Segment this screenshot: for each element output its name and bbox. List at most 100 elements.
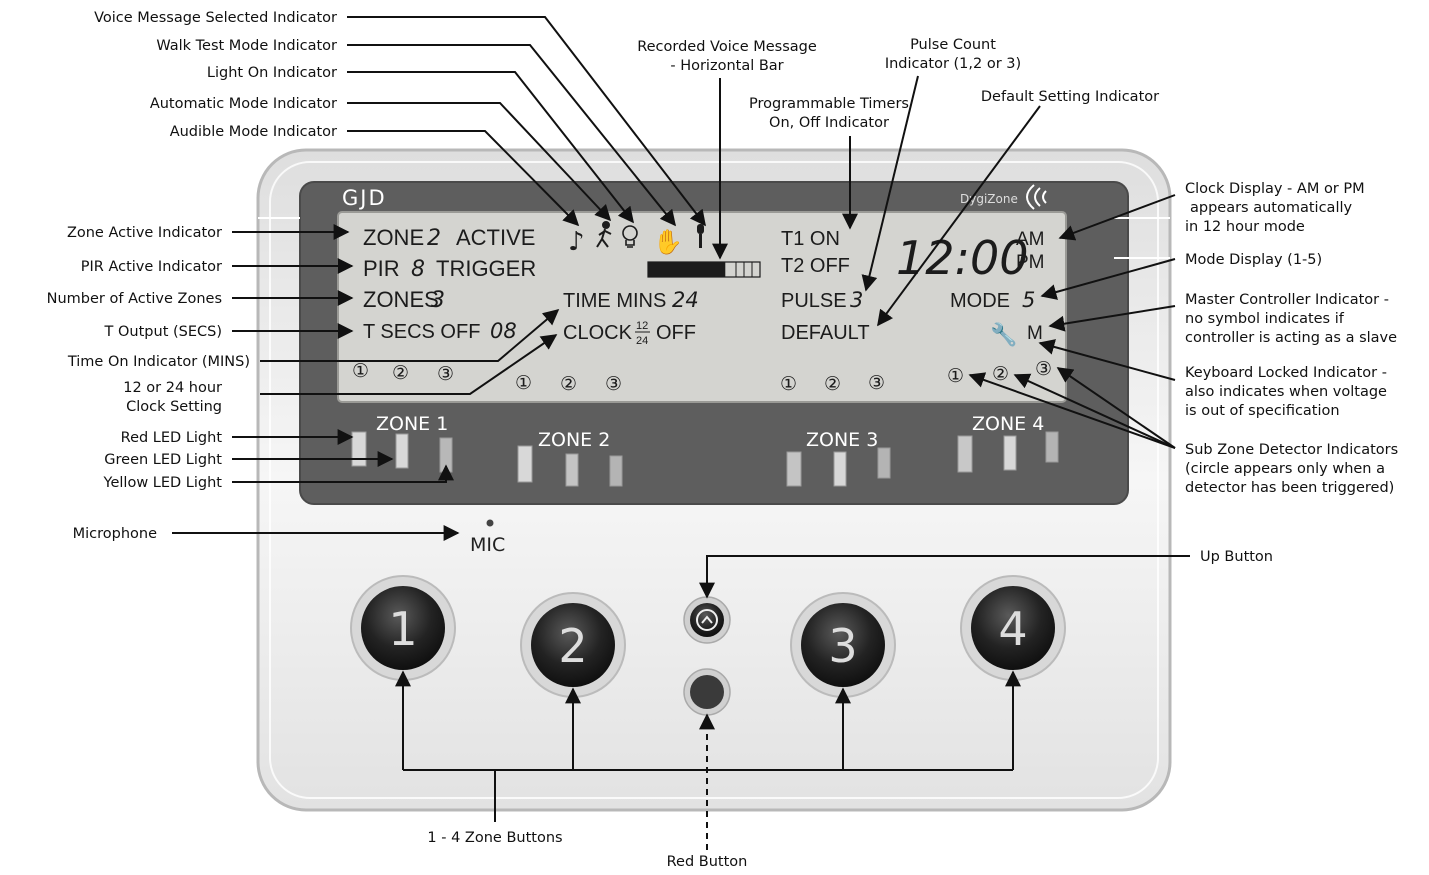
label-up-button: Up Button — [1200, 549, 1273, 565]
zone4-red-led — [957, 435, 973, 473]
label-keyboard-3: is out of specification — [1185, 403, 1340, 419]
zone-button-3-label: 3 — [828, 619, 857, 673]
lcd-pir-num: 8 — [411, 257, 425, 282]
lcd-clock-12: 12 — [636, 320, 648, 332]
lcd-master: M — [1027, 323, 1043, 344]
label-yellow-led: Yellow LED Light — [103, 475, 223, 491]
sub-zone-2-1: ① — [515, 372, 532, 394]
label-recorded-voice-2: - Horizontal Bar — [670, 58, 783, 74]
sub-zone-circles-2: ① ② ③ — [515, 372, 622, 395]
lcd-zones-num: 3 — [431, 288, 445, 313]
lcd-zone-active-num: 2 — [427, 226, 441, 251]
device-body — [256, 148, 1172, 812]
lcd-clock-time: 12:00 — [896, 231, 1029, 285]
label-walk-test: Walk Test Mode Indicator — [156, 38, 337, 54]
voice-message-bar — [647, 261, 761, 278]
zone-button-4-label: 4 — [998, 602, 1027, 656]
label-sub-zone-1: Sub Zone Detector Indicators — [1185, 442, 1398, 458]
sub-zone-3-1: ① — [780, 373, 797, 395]
annotations: Voice Message Selected Indicator Walk Te… — [47, 10, 1399, 870]
zone-label-2: ZONE 2 — [538, 429, 610, 451]
walking-person-icon — [596, 221, 612, 248]
label-red-button: Red Button — [667, 854, 748, 870]
lcd-mode: MODE — [950, 290, 1010, 312]
zone3-yellow-led — [877, 447, 891, 479]
label-pulse-count-1: Pulse Count — [910, 37, 996, 53]
zone-leds — [351, 431, 1059, 487]
label-pir-active: PIR Active Indicator — [81, 259, 222, 275]
wrench-icon: 🔧 — [990, 321, 1017, 348]
zone-button-2[interactable]: 2 — [520, 592, 626, 698]
chevron-up-icon — [701, 615, 713, 624]
zone4-yellow-led — [1045, 431, 1059, 463]
voice-message-bar-fill — [648, 262, 726, 277]
lcd-time-mins: TIME MINS — [563, 290, 666, 312]
lcd-pir-word: TRIGGER — [436, 256, 536, 281]
zone2-green-led — [565, 453, 579, 487]
sub-zone-4-3: ③ — [1035, 358, 1052, 380]
label-recorded-voice-1: Recorded Voice Message — [637, 39, 817, 55]
label-prog-timers-2: On, Off Indicator — [769, 115, 889, 131]
zone1-red-led — [351, 431, 367, 467]
label-keyboard-2: also indicates when voltage — [1185, 384, 1387, 400]
label-clock-display-3: in 12 hour mode — [1185, 219, 1305, 235]
lcd-default: DEFAULT — [781, 322, 870, 344]
mic-hole — [486, 519, 494, 527]
zone-button-1[interactable]: 1 — [350, 575, 456, 681]
sub-zone-circles-3: ① ② ③ — [780, 372, 885, 395]
sub-zone-4-2: ② — [992, 363, 1009, 385]
lcd-time-mins-num: 24 — [672, 288, 699, 312]
sub-zone-3-2: ② — [824, 373, 841, 395]
sub-zone-1-2: ② — [392, 362, 409, 384]
lcd-pulse-num: 3 — [850, 288, 863, 312]
sub-zone-2-2: ② — [560, 373, 577, 395]
label-t-output: T Output (SECS) — [104, 324, 222, 340]
zone2-red-led — [517, 445, 533, 483]
label-sub-zone-3: detector has been triggered) — [1185, 480, 1394, 496]
zone-label-1: ZONE 1 — [376, 413, 448, 435]
zone3-green-led — [833, 451, 847, 487]
up-button[interactable] — [683, 596, 731, 644]
lcd-t-secs-num: 08 — [490, 319, 517, 343]
label-default-setting: Default Setting Indicator — [981, 89, 1159, 105]
mic-label: MIC — [470, 534, 505, 556]
sub-zone-1-1: ① — [352, 360, 369, 382]
brand-logo: GJD — [342, 186, 387, 210]
label-microphone: Microphone — [73, 526, 157, 542]
label-zone-buttons: 1 - 4 Zone Buttons — [427, 830, 562, 846]
lcd-pm: PM — [1016, 252, 1045, 273]
red-button[interactable] — [683, 668, 731, 716]
label-automatic-mode: Automatic Mode Indicator — [150, 96, 337, 112]
zone-button-1-label: 1 — [388, 602, 417, 656]
label-time-on: Time On Indicator (MINS) — [67, 354, 250, 370]
label-keyboard-1: Keyboard Locked Indicator - — [1185, 365, 1387, 381]
lcd-am: AM — [1016, 229, 1045, 250]
lcd-mode-num: 5 — [1022, 288, 1035, 312]
label-master-1: Master Controller Indicator - — [1185, 292, 1389, 308]
lcd-zone-active: ZONE — [363, 225, 424, 250]
lcd-t1: T1 ON — [781, 228, 840, 250]
sub-zone-circles-4: ① ② ③ — [947, 358, 1052, 387]
lcd-t2: T2 OFF — [781, 255, 850, 277]
lcd-content: ZONE 2 ACTIVE PIR 8 TRIGGER ZONES 3 T SE… — [352, 221, 1052, 395]
sub-zone-1-3: ③ — [437, 363, 454, 385]
label-zone-active: Zone Active Indicator — [67, 225, 222, 241]
lcd-zones: ZONES — [363, 287, 439, 312]
label-red-led: Red LED Light — [121, 430, 223, 446]
label-clock-setting-2: Clock Setting — [126, 399, 222, 415]
callout-lines — [172, 16, 1190, 850]
lcd-clock-off: OFF — [656, 322, 696, 344]
sub-zone-4-1: ① — [947, 365, 964, 387]
zone1-green-led — [395, 433, 409, 469]
lcd-pir: PIR — [363, 256, 400, 281]
zone-button-4[interactable]: 4 — [960, 575, 1066, 681]
microphone-icon — [697, 224, 704, 248]
zone-button-3[interactable]: 3 — [790, 592, 896, 698]
sub-zone-3-3: ③ — [868, 372, 885, 394]
label-clock-setting-1: 12 or 24 hour — [123, 380, 222, 396]
label-green-led: Green LED Light — [104, 452, 222, 468]
label-voice-message-selected: Voice Message Selected Indicator — [94, 10, 337, 26]
wireless-icon — [1026, 184, 1047, 210]
label-master-3: controller is acting as a slave — [1185, 330, 1397, 346]
